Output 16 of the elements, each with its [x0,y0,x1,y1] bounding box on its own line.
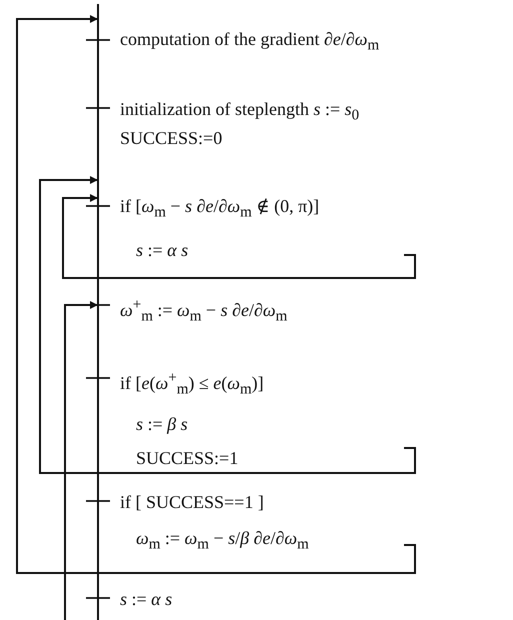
step-text: if [e(ω$^{+}$$_{m}$) ≤ e(ω$_{m}$)] [120,369,264,400]
step-text: initialization of steplength s := s$_{0}$ [120,98,360,126]
step-text: ω$_{m}$ := ω$_{m}$ − s/β ∂e/∂ω$_{m}$ [136,527,309,555]
step-text: if [ω$_{m}$ − s ∂e/∂ω$_{m}$ ∉ (0, π)] [120,195,320,223]
step-text: ω$^{+}$$_{m}$ := ω$_{m}$ − s ∂e/∂ω$_{m}$ [120,296,288,327]
step-text: s := β s [136,412,188,435]
loop-arrow [62,194,416,279]
step-text: SUCCESS:=0 [120,126,222,149]
step-text: SUCCESS:=1 [136,446,238,469]
loop-arrow [16,15,416,574]
step-text: computation of the gradient ∂e/∂ω$_{m}$ [120,28,380,56]
step-text: if [ SUCCESS==1 ] [120,491,264,513]
step-text: s := α s [120,588,172,610]
loop-arrow [39,176,416,474]
step-text: s := α s [136,238,188,261]
loop-arrow [64,301,98,620]
